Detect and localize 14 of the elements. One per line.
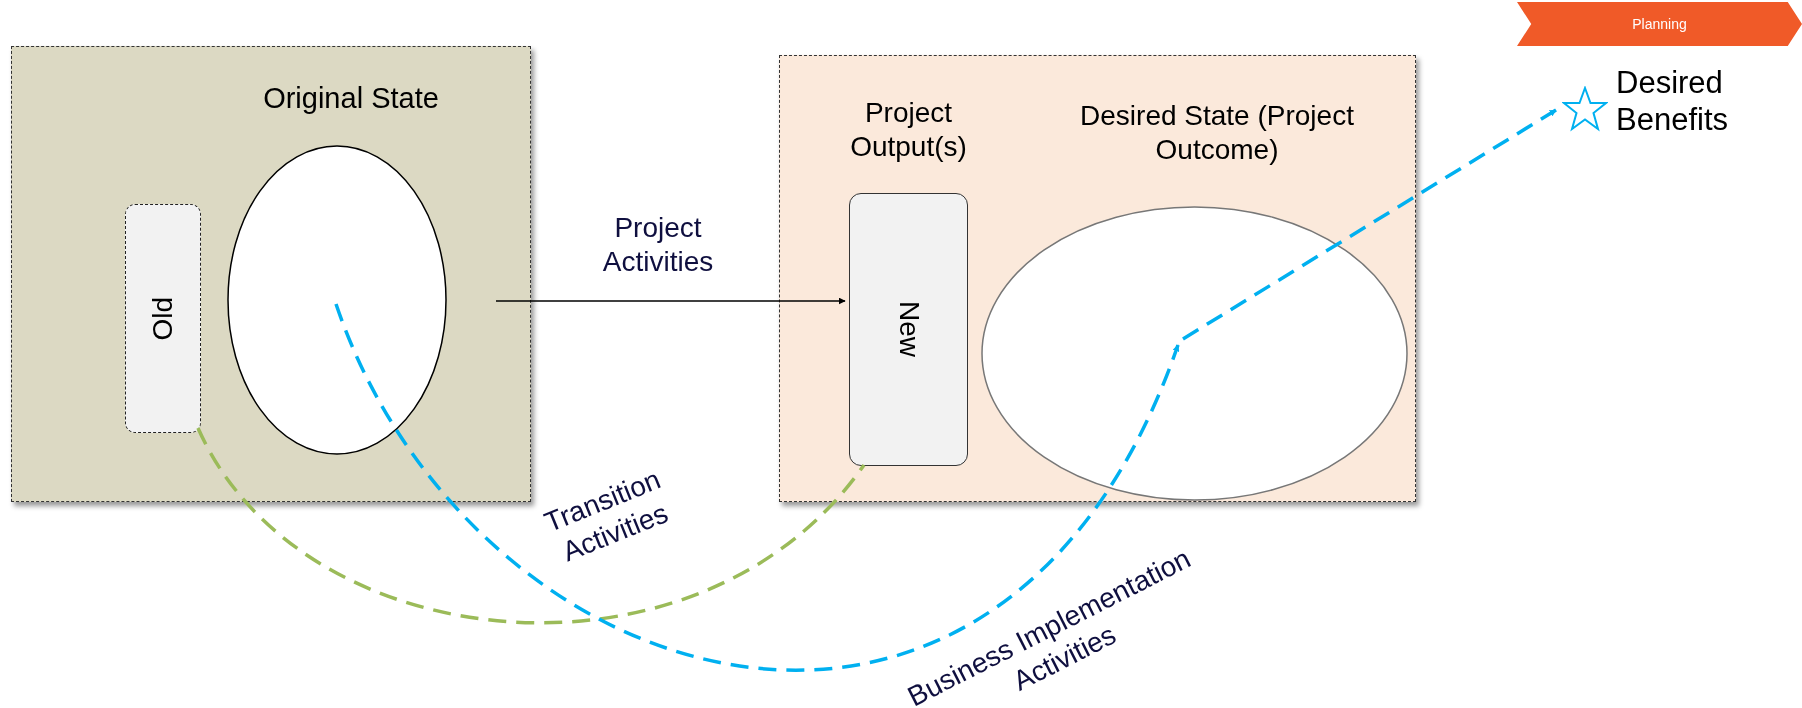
state-panel	[779, 55, 1416, 502]
output-box: New	[849, 193, 968, 466]
panel-heading: Original State	[262, 81, 440, 116]
state-panel	[11, 46, 531, 502]
benefit-label: Desired Benefits	[1616, 64, 1729, 138]
arrow	[495, 297, 846, 305]
ellipse	[227, 145, 447, 455]
box-heading: Project Output(s)	[849, 96, 968, 164]
output-box: Old	[125, 204, 201, 433]
chevron-banner: Planning	[1517, 2, 1802, 46]
ellipse-heading: Desired State (Project Outcome)	[1079, 99, 1355, 167]
edge-label: Project Activities	[601, 211, 715, 279]
arrow	[1182, 108, 1557, 341]
arrow	[334, 303, 1180, 671]
